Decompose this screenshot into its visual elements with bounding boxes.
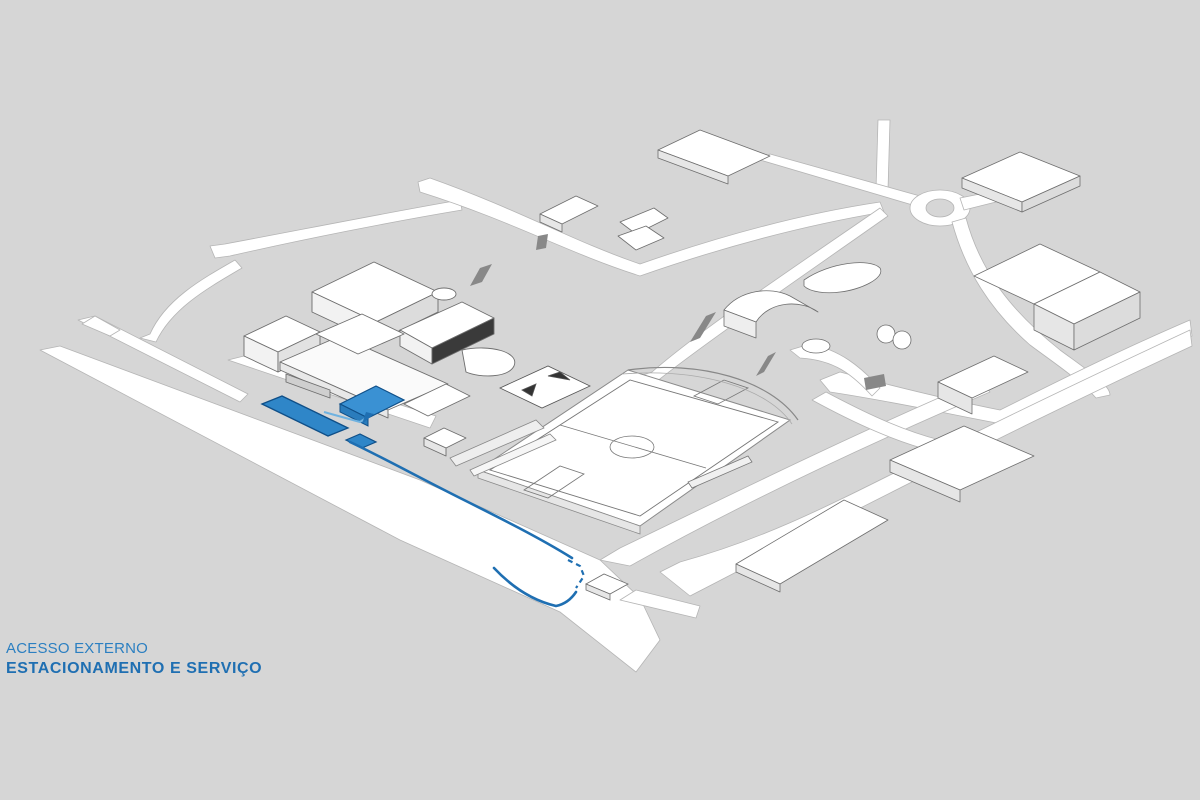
hangar-roof xyxy=(723,290,819,323)
access-route-dashed xyxy=(567,559,586,589)
annex-side xyxy=(423,437,447,457)
house-east-mid-side-b xyxy=(1073,291,1141,351)
running-track-curve-2 xyxy=(621,372,793,425)
gym-side-2b xyxy=(431,317,495,365)
gatehouse-side xyxy=(585,583,611,601)
access-route-entry xyxy=(492,566,578,608)
field-penalty-box-south xyxy=(523,465,585,499)
main-building-complex xyxy=(243,261,516,457)
court-equipment xyxy=(521,371,571,397)
main-road xyxy=(39,345,661,673)
ramps xyxy=(470,234,886,390)
west-road xyxy=(77,315,249,403)
field-centre-circle xyxy=(609,435,655,459)
roundabout-island xyxy=(925,198,955,218)
ramp-5 xyxy=(864,374,886,390)
courtyard-pond xyxy=(461,347,516,377)
south-exit-road xyxy=(619,589,701,619)
house-south-side xyxy=(735,563,781,593)
ramp-1 xyxy=(690,312,716,342)
house-north-b-roof xyxy=(619,207,669,235)
caption-access-type: ACESSO EXTERNO xyxy=(6,640,148,657)
entrance-gate xyxy=(585,573,629,601)
ramp-3 xyxy=(470,264,492,286)
field-stand-west-2 xyxy=(469,433,557,477)
football-field xyxy=(449,366,799,535)
small-court xyxy=(499,365,591,409)
ramp-4 xyxy=(536,234,548,250)
connector-roof xyxy=(315,313,405,355)
outlying-buildings xyxy=(539,129,1141,593)
house-east-top-side-b xyxy=(1021,175,1081,213)
house-ne-roof xyxy=(657,129,771,177)
field-halfway-line xyxy=(559,424,707,469)
caption-access-title: ESTACIONAMENTO E SERVIÇO xyxy=(6,660,263,677)
roundabout-north-east-road xyxy=(759,153,921,207)
field-penalty-box-north xyxy=(692,379,750,405)
field-pitch xyxy=(488,379,780,517)
pond-small-2 xyxy=(892,330,912,350)
route-arrow-icon xyxy=(362,412,374,424)
ramp-2 xyxy=(756,352,776,376)
house-north-a-side xyxy=(539,213,563,233)
hangar-body xyxy=(723,309,757,339)
running-track-curve xyxy=(627,366,799,421)
field-side-wall xyxy=(477,469,641,535)
house-north-b-2 xyxy=(617,225,665,251)
north-west-connector xyxy=(139,259,243,343)
pond-small-1 xyxy=(876,324,896,344)
access-route-main xyxy=(348,440,574,560)
pond-small-3 xyxy=(801,338,831,354)
house-east-low2-side xyxy=(889,459,961,503)
swimming-pool xyxy=(803,262,882,294)
roundabout-north-road xyxy=(875,119,891,191)
upper-road xyxy=(417,177,885,277)
parking-lot-highlight xyxy=(260,395,350,437)
central-wing-strip xyxy=(285,373,331,399)
house-ne-side xyxy=(657,149,729,185)
east-wing-roof xyxy=(403,383,471,417)
west-road-2 xyxy=(81,315,121,337)
field-stand-south xyxy=(687,455,753,489)
house-east-low-side xyxy=(937,381,973,415)
field-stand-west xyxy=(449,419,545,467)
tank xyxy=(431,287,457,301)
east-loop-road xyxy=(789,343,881,397)
court-platform xyxy=(499,365,591,409)
north-road xyxy=(209,199,463,259)
parking-service-highlight xyxy=(260,385,586,608)
